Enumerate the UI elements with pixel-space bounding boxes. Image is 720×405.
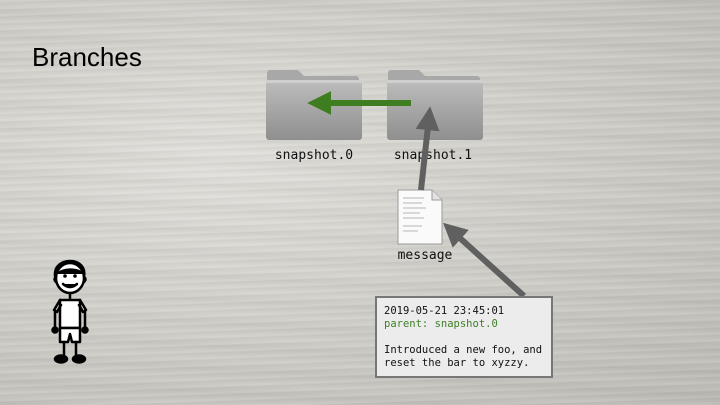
commit-body-line-2: reset the bar to xyzzy. (384, 357, 530, 369)
commit-body-line-1: Introduced a new foo, and (384, 344, 543, 356)
folder-label-snapshot-0: snapshot.0 (274, 148, 354, 163)
folder-icon (387, 70, 483, 140)
spacer (384, 331, 544, 344)
commit-message-box: 2019-05-21 23:45:01 parent: snapshot.0 I… (375, 296, 553, 378)
document-icon (397, 189, 443, 245)
folder-label-snapshot-1: snapshot.1 (393, 148, 473, 163)
folder-icon (266, 70, 362, 140)
person-icon (51, 259, 89, 364)
slide-title: Branches (32, 42, 142, 72)
commit-parent: parent: snapshot.0 (384, 318, 498, 330)
message-file-label: message (397, 248, 453, 263)
box-to-message-arrow (442, 222, 527, 299)
commit-timestamp: 2019-05-21 23:45:01 (384, 305, 505, 317)
